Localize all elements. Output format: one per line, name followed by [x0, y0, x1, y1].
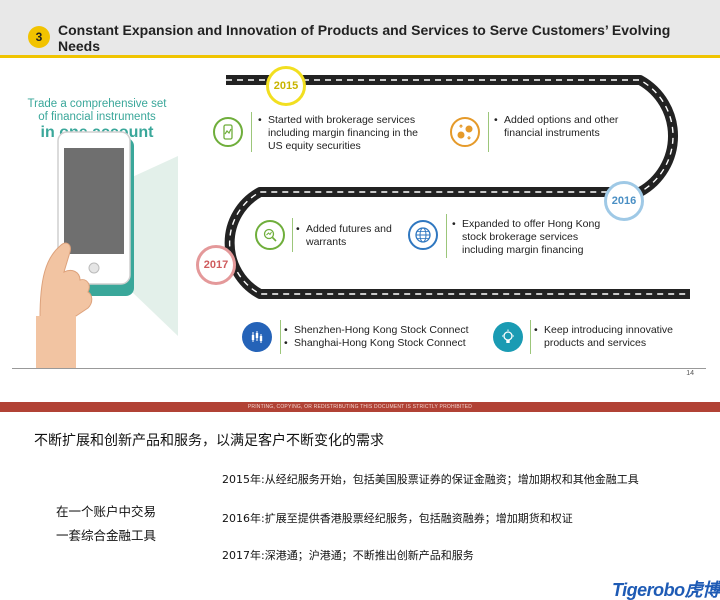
brand-logo: Tigerobo虎博 — [612, 580, 720, 600]
globe-icon — [408, 220, 438, 250]
candlestick-icon — [242, 322, 272, 352]
item-stock-connect-sh: •Shanghai-Hong Kong Stock Connect — [284, 337, 466, 349]
item-us-brokerage: •Started with brokerage services includi… — [258, 114, 428, 153]
notes-2016: 2016年:扩展至提供香港股票经纪服务，包括融资融券；增加期货和权证 — [222, 512, 573, 525]
chart-phone-icon — [213, 117, 243, 147]
item-options: •Added options and other financial instr… — [494, 114, 634, 140]
item-text: Added futures and warrants — [306, 223, 392, 248]
notes-2017: 2017年:深港通；沪港通；不断推出创新产品和服务 — [222, 549, 474, 562]
page-number: 14 — [686, 370, 694, 377]
projection-beam — [130, 156, 178, 336]
footer-separator — [12, 368, 706, 369]
divider — [251, 112, 252, 152]
hand-illustration — [39, 242, 93, 321]
coins-exchange-icon — [450, 117, 480, 147]
phone-home-button — [88, 262, 100, 274]
item-text: Shenzhen-Hong Kong Stock Connect — [294, 324, 469, 336]
item-hk-brokerage: •Expanded to offer Hong Kong stock broke… — [452, 218, 612, 257]
item-text: Added options and other financial instru… — [504, 114, 619, 139]
notes-2015: 2015年:从经纪服务开始，包括美国股票证券的保证金融资；增加期权和其他金融工具 — [222, 473, 639, 486]
confidentiality-footer: PRINTING, COPYING, OR REDISTRIBUTING THI… — [0, 402, 720, 412]
item-innovation: •Keep introducing innovative products an… — [534, 324, 684, 350]
slide: 3 Constant Expansion and Innovation of P… — [0, 0, 720, 412]
year-marker-2017: 2017 — [196, 245, 236, 285]
notes-left-line-2: 一套综合金融工具 — [56, 528, 157, 543]
item-stock-connect-sz: •Shenzhen-Hong Kong Stock Connect — [284, 324, 469, 336]
year-marker-2016: 2016 — [604, 181, 644, 221]
magnifier-chart-icon — [255, 220, 285, 250]
phone-screen — [64, 148, 124, 254]
section-badge: 3 — [28, 26, 50, 48]
divider — [280, 320, 281, 354]
year-marker-2015: 2015 — [266, 66, 306, 106]
caption-line-2: of financial instruments — [38, 111, 156, 123]
divider — [446, 214, 447, 258]
item-text: Started with brokerage services includin… — [268, 114, 419, 152]
slide-title: Constant Expansion and Innovation of Pro… — [58, 22, 671, 54]
notes-title: 不断扩展和创新产品和服务，以满足客户不断变化的需求 — [34, 433, 384, 449]
item-futures: •Added futures and warrants — [296, 223, 406, 249]
caption-line-1: Trade a comprehensive set — [27, 98, 167, 110]
wrist — [36, 316, 76, 368]
divider — [530, 320, 531, 354]
notes-left-block: 在一个账户中交易 一套综合金融工具 — [56, 500, 156, 548]
item-text: Shanghai-Hong Kong Stock Connect — [294, 337, 466, 349]
item-text: Expanded to offer Hong Kong stock broker… — [462, 218, 601, 256]
divider — [292, 218, 293, 252]
item-text: Keep introducing innovative products and… — [544, 324, 674, 349]
notes-left-line-1: 在一个账户中交易 — [56, 504, 157, 519]
divider — [488, 112, 489, 152]
lightbulb-icon — [493, 322, 523, 352]
slide-header: 3 Constant Expansion and Innovation of P… — [0, 0, 720, 58]
